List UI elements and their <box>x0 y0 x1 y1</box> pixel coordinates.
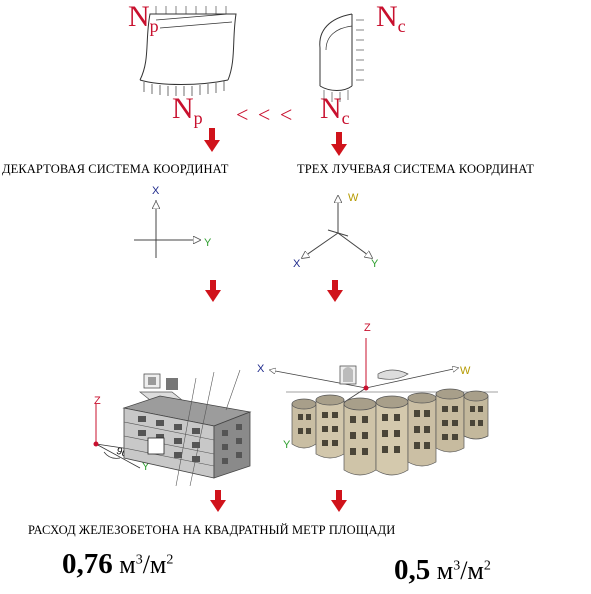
down-arrow-icon <box>331 132 347 156</box>
comparison-nc: Nc <box>320 92 350 128</box>
coordinate-axes-icon <box>134 200 200 258</box>
building-right-axis-y-label: Y <box>283 439 291 451</box>
tri-axis-w-label: W <box>348 192 359 204</box>
down-arrow-icon <box>205 280 221 302</box>
force-label-nc-top: Nc <box>376 0 406 36</box>
np-panel-sketch <box>139 6 237 96</box>
tri-axis-x-label: X <box>293 258 301 270</box>
building-left-axis-y-label: Y <box>142 461 150 473</box>
consumption-caption: РАСХОД ЖЕЛЕЗОБЕТОНА НА КВАДРАТНЫЙ МЕТР П… <box>28 523 396 537</box>
building-icon <box>93 369 252 487</box>
building-right-axis-z-label: Z <box>364 322 371 334</box>
result-cartesian: 0,76 м3/м2 <box>62 548 174 580</box>
tri-ray-system-title: ТРЕХ ЛУЧЕВАЯ СИСТЕМА КООРДИНАТ <box>297 162 534 176</box>
down-arrow-icon <box>204 128 220 152</box>
force-label-np-top: Np <box>128 0 159 36</box>
down-arrow-icon <box>210 490 226 512</box>
down-arrow-icon <box>327 280 343 302</box>
result-tri-ray: 0,5 м3/м2 <box>394 554 491 586</box>
coordinate-axes-icon <box>302 196 372 258</box>
cartesian-axis-y-label: Y <box>204 237 212 249</box>
building-icon <box>270 338 498 476</box>
down-arrows <box>204 128 347 512</box>
cartesian-axis-x-label: X <box>152 185 160 197</box>
building-right-axis-x-label: X <box>257 363 265 375</box>
down-arrow-icon <box>331 490 347 512</box>
tri-axis-y-label: Y <box>371 258 379 270</box>
building-left-axis-z-label: Z <box>94 395 101 407</box>
comparison-operator: < < < <box>236 102 295 127</box>
cartesian-system-title: ДЕКАРТОВАЯ СИСТЕМА КООРДИНАТ <box>2 162 229 176</box>
nc-panel-sketch <box>319 13 364 102</box>
comparison-np: Np <box>172 92 203 128</box>
building-right-axis-w-label: W <box>460 365 471 377</box>
